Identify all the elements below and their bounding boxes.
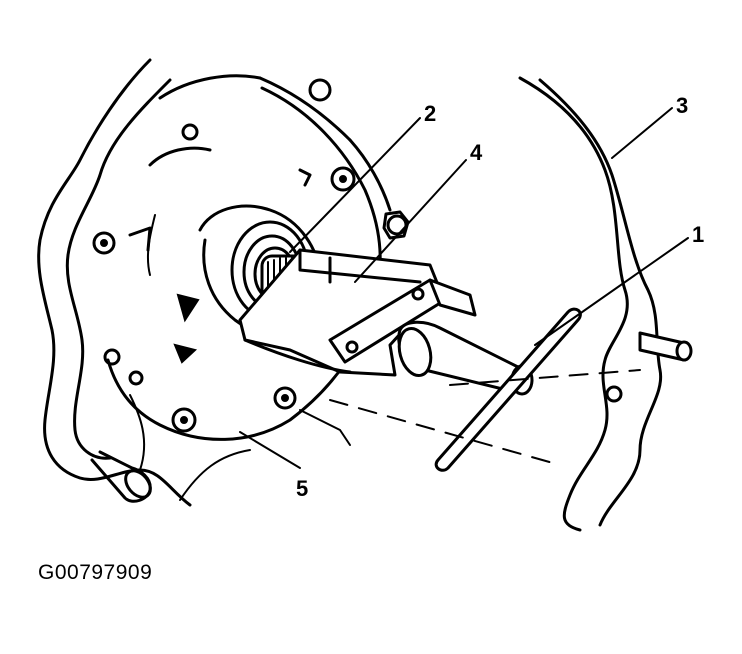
forcing-screw <box>397 307 582 472</box>
callout-3: 3 <box>676 93 689 118</box>
figure-id: G00797909 <box>38 561 153 584</box>
callout-1: 1 <box>692 222 705 247</box>
puller-tool <box>238 248 477 377</box>
callout-4: 4 <box>470 140 483 165</box>
callout-2: 2 <box>424 101 437 126</box>
engine-housing <box>37 58 352 507</box>
alignment-dashes <box>299 369 641 466</box>
right-housing <box>518 76 693 532</box>
callout-leaders <box>239 107 689 469</box>
callout-5: 5 <box>296 476 309 501</box>
